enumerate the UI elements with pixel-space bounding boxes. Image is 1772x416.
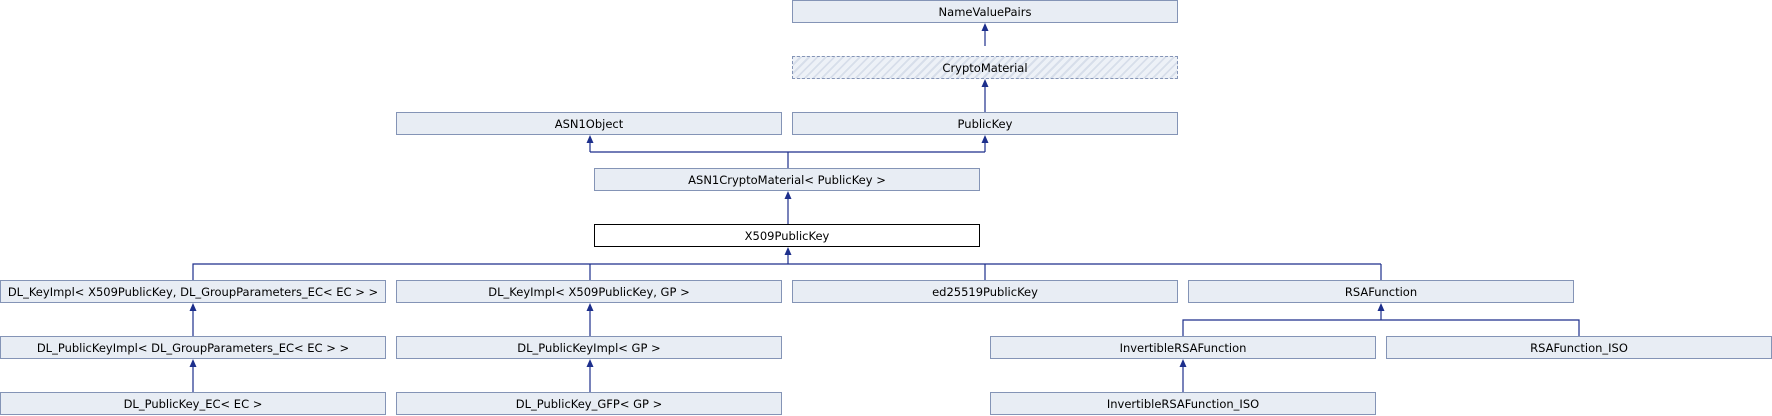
class-node-namevaluepairs[interactable]: NameValuePairs	[792, 0, 1178, 23]
arrowhead-dl-publickeyimpl-gp	[586, 359, 594, 367]
class-node-dl-publickeyimpl-ec[interactable]: DL_PublicKeyImpl< DL_GroupParameters_EC<…	[0, 336, 386, 359]
class-node-rsafunction-iso[interactable]: RSAFunction_ISO	[1386, 336, 1772, 359]
class-node-dl-keyimpl-ec[interactable]: DL_KeyImpl< X509PublicKey, DL_GroupParam…	[0, 280, 386, 303]
class-node-asn1object[interactable]: ASN1Object	[396, 112, 782, 135]
arrowhead-dl-publickeyimpl-ec	[189, 359, 197, 367]
class-node-invertiblersafunction[interactable]: InvertibleRSAFunction	[990, 336, 1376, 359]
edge-asn1cryptomaterial-to-parents	[589, 141, 986, 168]
class-node-cryptomaterial[interactable]: CryptoMaterial	[792, 56, 1178, 79]
arrowhead-dl-keyimpl-gp	[586, 303, 594, 311]
arrowhead-dl-keyimpl-ec	[189, 303, 197, 311]
arrowhead-asn1object	[586, 135, 594, 143]
class-node-asn1cryptomaterial[interactable]: ASN1CryptoMaterial< PublicKey >	[594, 168, 980, 191]
arrowhead-cryptomaterial	[981, 79, 989, 87]
edge-row6-to-x509publickey	[192, 253, 1382, 280]
class-node-dl-publickey-gfp[interactable]: DL_PublicKey_GFP< GP >	[396, 392, 782, 415]
class-node-ed25519publickey[interactable]: ed25519PublicKey	[792, 280, 1178, 303]
class-node-invertiblersafunction-iso[interactable]: InvertibleRSAFunction_ISO	[990, 392, 1376, 415]
class-node-x509publickey: X509PublicKey	[594, 224, 980, 247]
class-node-dl-publickey-ec[interactable]: DL_PublicKey_EC< EC >	[0, 392, 386, 415]
arrowhead-x509publickey	[784, 247, 792, 255]
arrowhead-invertiblersafunction	[1179, 359, 1187, 367]
arrowhead-publickey	[981, 135, 989, 143]
arrowhead-rsafunction	[1377, 303, 1385, 311]
arrowhead-asn1cryptomaterial	[784, 191, 792, 199]
class-node-rsafunction[interactable]: RSAFunction	[1188, 280, 1574, 303]
arrowhead-namevaluepairs	[981, 23, 989, 31]
class-node-dl-publickeyimpl-gp[interactable]: DL_PublicKeyImpl< GP >	[396, 336, 782, 359]
class-node-publickey[interactable]: PublicKey	[792, 112, 1178, 135]
class-node-dl-keyimpl-gp[interactable]: DL_KeyImpl< X509PublicKey, GP >	[396, 280, 782, 303]
edge-rsa-subclasses-to-rsafunction	[1182, 309, 1580, 336]
